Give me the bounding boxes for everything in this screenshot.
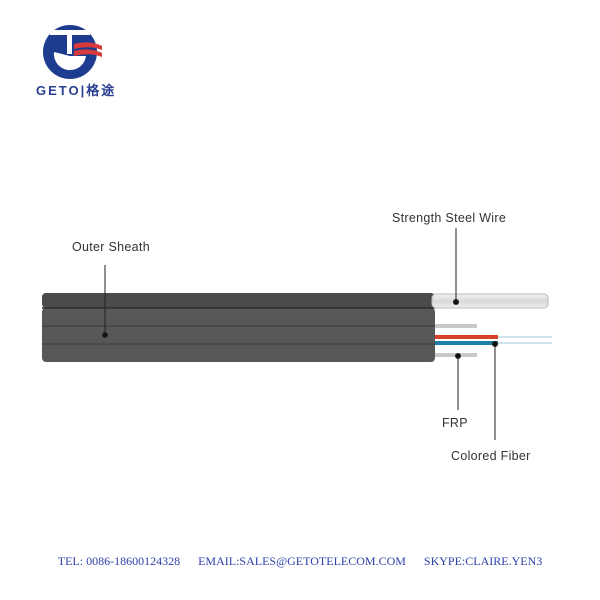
contact-footer: TEL: 0086-18600124328 EMAIL:SALES@GETOTE… [0, 554, 600, 569]
outer-sheath [42, 293, 435, 362]
blue-fiber [435, 341, 498, 345]
footer-email: EMAIL:SALES@GETOTELECOM.COM [198, 554, 406, 568]
brand-name: GETO|格途 [36, 83, 117, 98]
label-colored-fiber: Colored Fiber [451, 449, 531, 463]
steel-wire [431, 293, 549, 309]
footer-skype: SKYPE:CLAIRE.YEN3 [423, 554, 543, 568]
footer-tel: TEL: 0086-18600124328 [57, 554, 181, 568]
red-fiber [435, 335, 498, 339]
label-outer-sheath: Outer Sheath [72, 240, 150, 254]
label-strength-steel-wire: Strength Steel Wire [392, 211, 507, 225]
frp-rod-top [435, 324, 477, 328]
label-frp: FRP [442, 416, 468, 430]
geto-logo [43, 25, 102, 79]
